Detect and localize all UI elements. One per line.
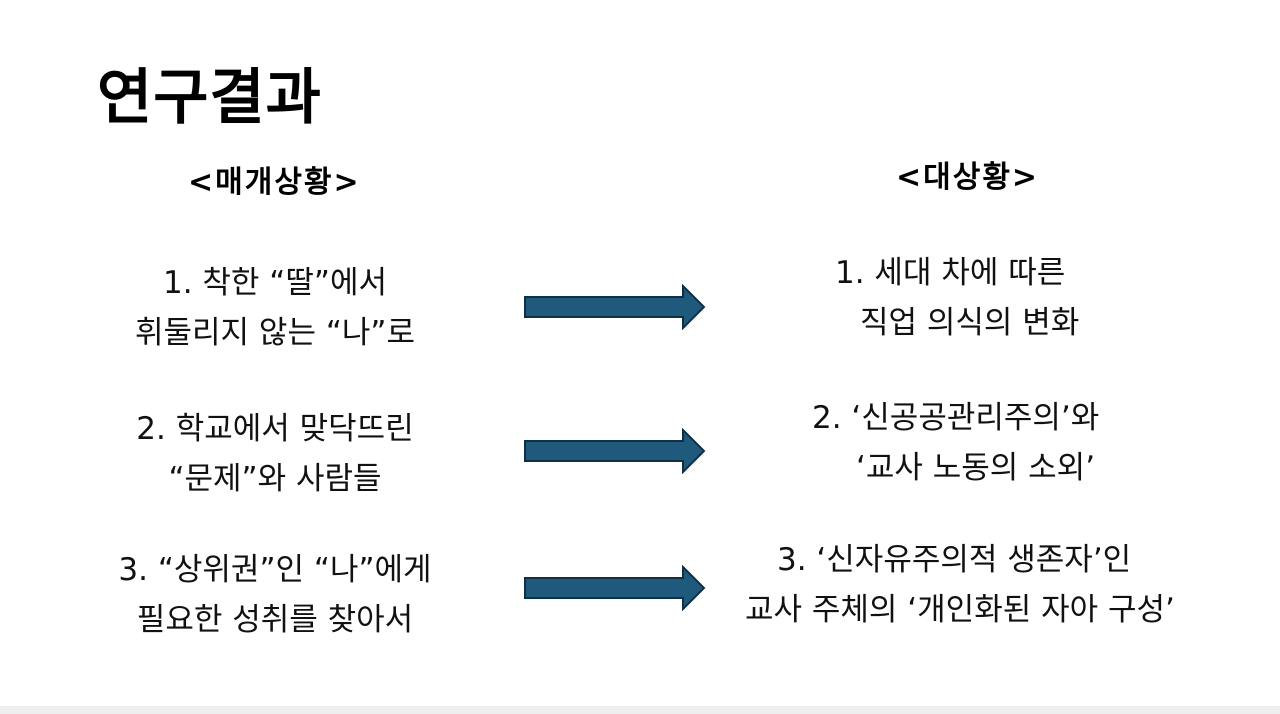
left-item-3-line2: 필요한 성취를 찾아서 <box>136 602 414 638</box>
right-item-1-line1: 1. 세대 차에 따른 <box>835 255 1066 291</box>
left-item-2: 2. 학교에서 맞닥뜨린 “문제”와 사람들 <box>55 404 495 504</box>
bottom-strip <box>0 706 1280 714</box>
right-item-2-line2: ‘교사 노동의 소외’ <box>856 450 1096 486</box>
right-item-2-line1: 2. ‘신공공관리주의’와 <box>812 400 1100 436</box>
right-item-3: 3. ‘신자유주의적 생존자’인 교사 주체의 ‘개인화된 자아 구성’ <box>745 535 1175 635</box>
left-item-1: 1. 착한 “딸”에서 휘둘리지 않는 “나”로 <box>55 258 495 358</box>
right-item-2: 2. ‘신공공관리주의’와 ‘교사 노동의 소외’ <box>812 393 1099 493</box>
left-item-3-line1: 3. “상위권”인 “나”에게 <box>118 552 432 588</box>
right-item-1-line2: 직업 의식의 변화 <box>860 305 1080 341</box>
right-item-3-line2: 교사 주체의 ‘개인화된 자아 구성’ <box>745 592 1175 628</box>
heading-macro-situation: <대상황> <box>896 160 1040 195</box>
left-item-3: 3. “상위권”인 “나”에게 필요한 성취를 찾아서 <box>55 545 495 645</box>
left-item-1-line2: 휘둘리지 않는 “나”로 <box>135 315 415 351</box>
right-item-3-line1: 3. ‘신자유주의적 생존자’인 <box>777 542 1132 578</box>
left-item-2-line2: “문제”와 사람들 <box>168 461 382 497</box>
page-title: 연구결과 <box>97 63 322 133</box>
right-arrow-icon <box>524 565 706 611</box>
right-arrow-icon <box>524 428 706 474</box>
left-item-2-line1: 2. 학교에서 맞닥뜨린 <box>136 411 414 447</box>
right-arrow-icon <box>524 284 706 330</box>
left-item-1-line1: 1. 착한 “딸”에서 <box>162 265 387 301</box>
right-item-1: 1. 세대 차에 따른 직업 의식의 변화 <box>835 248 1079 348</box>
heading-mediating-situation: <매개상황> <box>188 165 361 200</box>
